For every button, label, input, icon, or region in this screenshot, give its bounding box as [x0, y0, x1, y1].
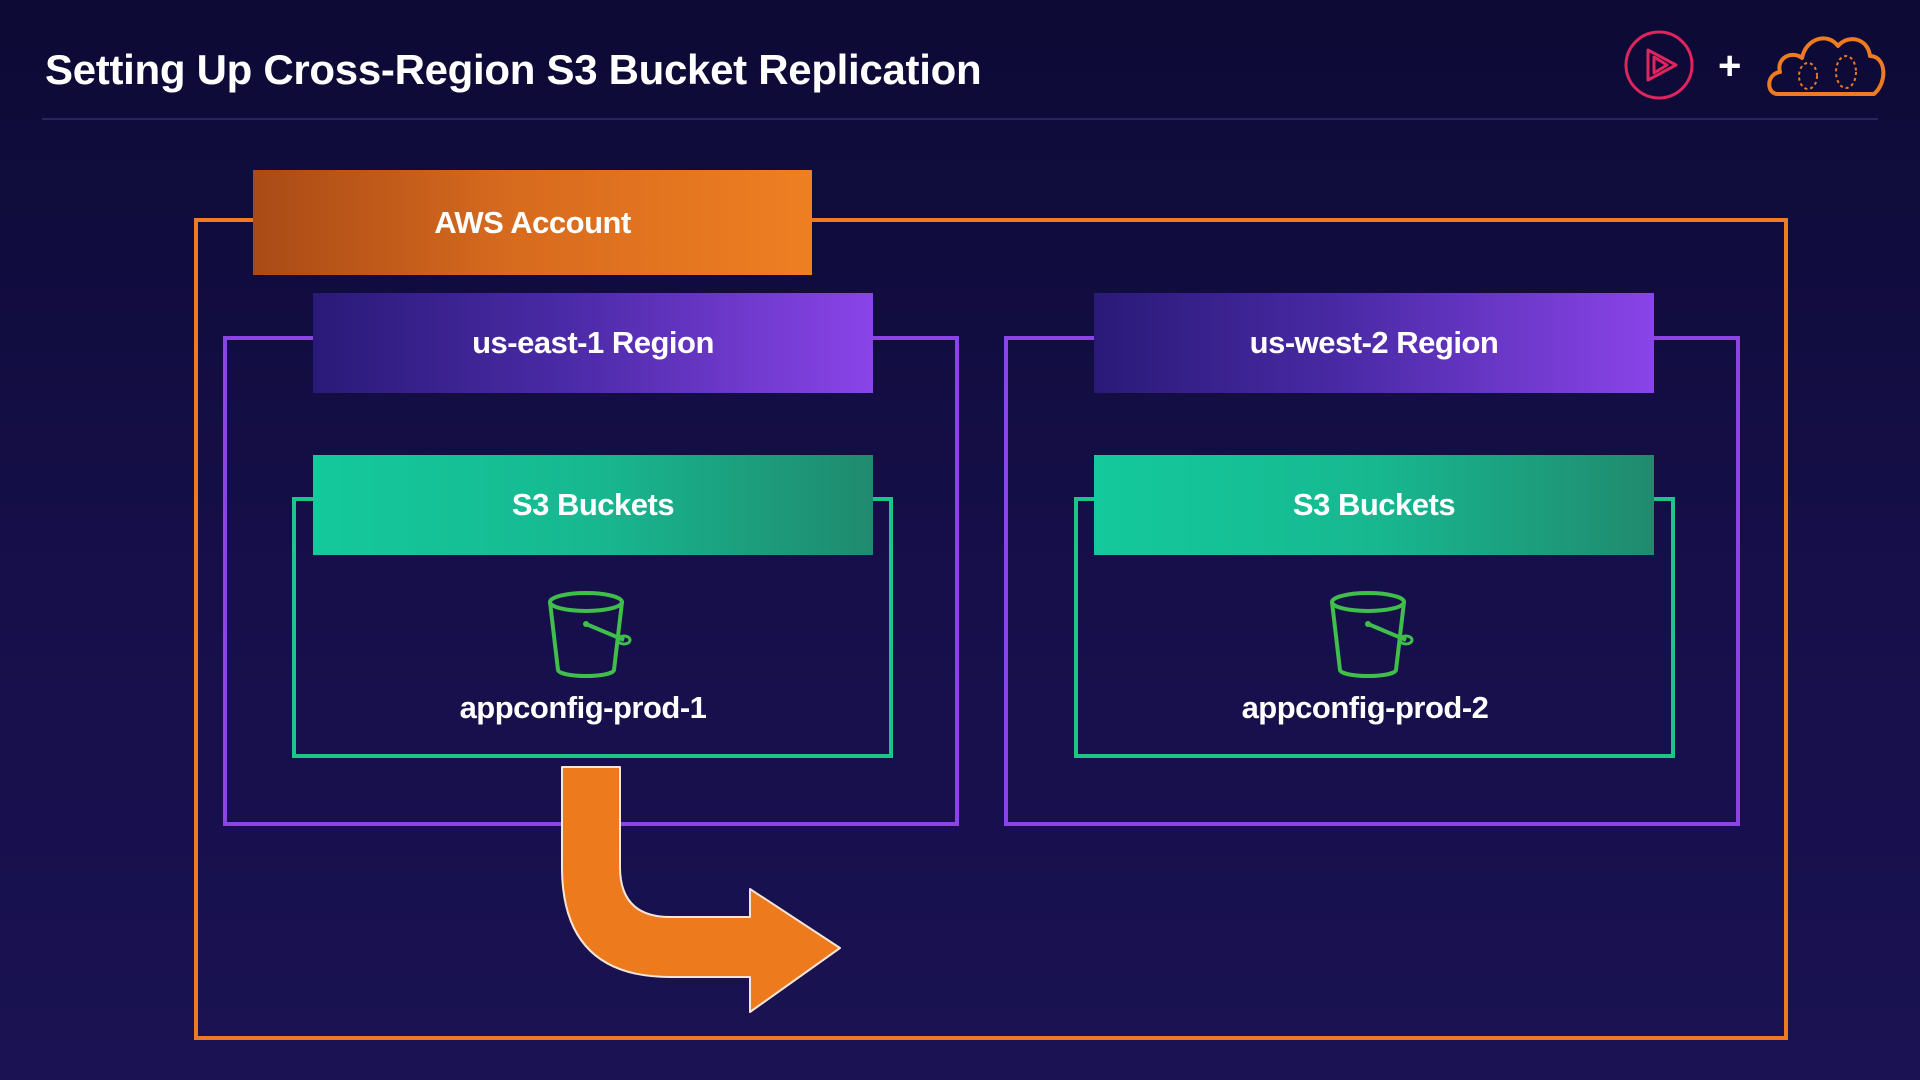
region-label-us-east-1: us-east-1 Region: [313, 293, 873, 393]
s3-bucket-icon: [548, 591, 632, 678]
aws-account-label: AWS Account: [253, 170, 812, 275]
page-title: Setting Up Cross-Region S3 Bucket Replic…: [45, 46, 982, 93]
play-icon: [1624, 30, 1694, 100]
s3-bucket-icon: [1330, 591, 1414, 678]
region-label-us-west-2: us-west-2 Region: [1094, 293, 1654, 393]
plus-separator: +: [1718, 44, 1742, 88]
replication-arrow: [561, 766, 841, 1013]
bucket-name-east: appconfig-prod-1: [459, 690, 707, 725]
bucket-name-west: appconfig-prod-2: [1241, 690, 1489, 725]
s3-buckets-label-west: S3 Buckets: [1094, 455, 1654, 555]
s3-buckets-label-east: S3 Buckets: [313, 455, 873, 555]
aws-account-boundary: [194, 218, 1788, 1040]
cloud-icon: [1767, 36, 1886, 96]
header-divider: [42, 118, 1878, 120]
